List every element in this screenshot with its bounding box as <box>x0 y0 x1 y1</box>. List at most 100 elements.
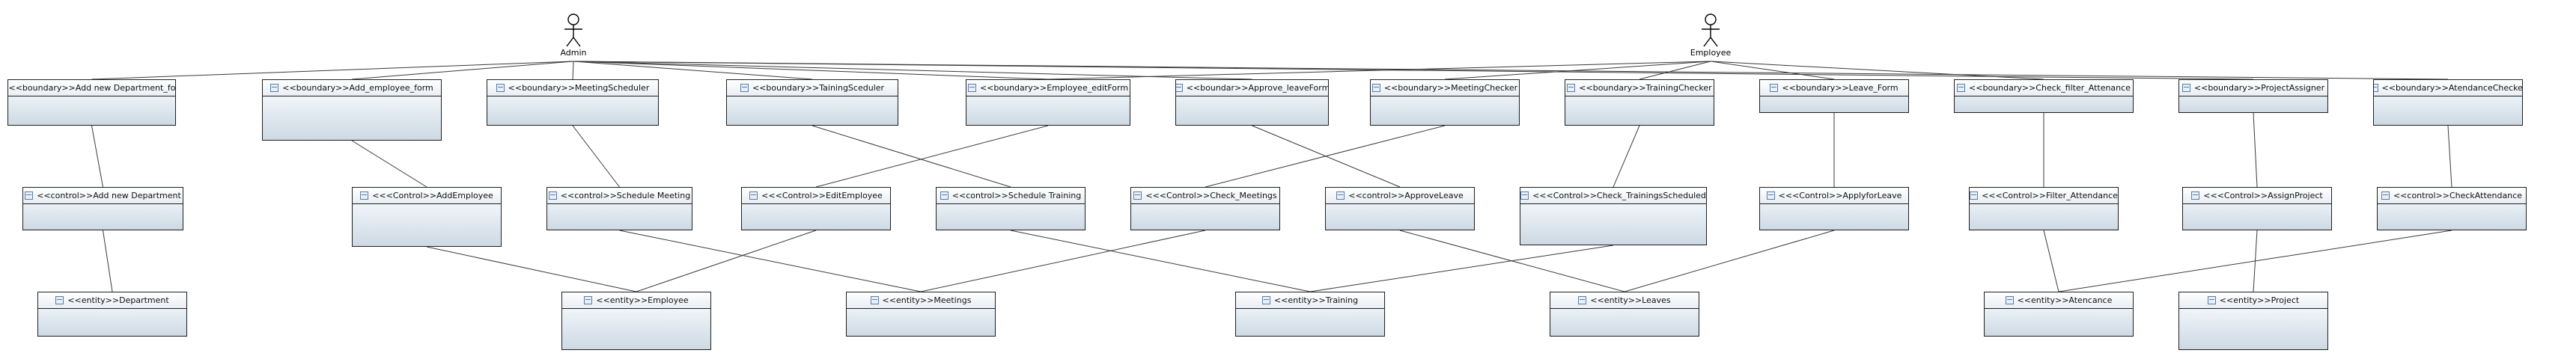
class-icon <box>2381 191 2390 200</box>
association-line <box>1010 230 1311 292</box>
boundary-meeting-checker[interactable]: <<boundary>>MeetingChecker <box>1370 79 1520 126</box>
stick-figure-icon <box>1702 13 1720 47</box>
boundary-add-new-department-form[interactable]: <<boundary>>Add new Department_form <box>7 79 176 126</box>
class-label: <<control>>Schedule Training <box>951 191 1082 200</box>
class-label: <<boundary>>MeetingScheduler <box>508 83 650 93</box>
class-header: <<boundary>>Add_employee_form <box>263 80 441 96</box>
entity-training[interactable]: <<entity>>Training <box>1235 292 1385 337</box>
class-label: <<boundary>>Leave_Form <box>1782 83 1898 93</box>
control-approve-leave[interactable]: <<control>>ApproveLeave <box>1325 187 1475 230</box>
entity-project[interactable]: <<entity>>Project <box>2178 292 2328 350</box>
boundary-training-scheduler[interactable]: <<boundary>>TainingSceduler <box>726 79 898 126</box>
class-icon <box>55 296 64 304</box>
class-label: <<<Control>>AddEmployee <box>372 191 493 200</box>
class-header: <<boundary>>Add new Department_form <box>8 80 175 96</box>
entity-attendance[interactable]: <<entity>>Atencance <box>1984 292 2134 337</box>
boundary-add-employee-form[interactable]: <<boundary>>Add_employee_form <box>262 79 442 141</box>
class-icon <box>940 191 949 200</box>
entity-employee[interactable]: <<entity>>Employee <box>561 292 711 350</box>
class-label: <<boundary>>Check_filter_Attenance <box>1969 83 2131 93</box>
boundary-employee-edit-form[interactable]: <<boundary>>Employee_editForm <box>966 79 1130 126</box>
boundary-project-assigner[interactable]: <<boundary>>ProjectAssigner <box>2178 79 2328 113</box>
class-icon <box>584 296 593 304</box>
class-header: <<entity>>Employee <box>562 292 710 309</box>
boundary-attendance-checker[interactable]: <<boundary>>AtendanceChecker <box>2373 79 2523 126</box>
association-line <box>1309 245 1614 292</box>
entity-leaves[interactable]: <<entity>>Leaves <box>1550 292 1699 337</box>
class-label: <<boundary>>Add_employee_form <box>282 83 433 93</box>
class-icon <box>870 296 879 304</box>
control-check-attendance[interactable]: <<control>>CheckAttendance <box>2377 187 2527 230</box>
class-header: <<entity>>Meetings <box>847 292 995 309</box>
class-header: <<boundary>>MeetingChecker <box>1371 80 1519 96</box>
association-lines <box>91 61 2452 292</box>
control-filter-attendance[interactable]: <<<Control>>Filter_Attendance <box>1969 187 2119 230</box>
class-header: <<boundary>>ProjectAssigner <box>2179 80 2327 96</box>
association-line <box>1205 125 1446 188</box>
association-line <box>1399 230 1625 292</box>
entity-meetings[interactable]: <<entity>>Meetings <box>846 292 996 337</box>
class-label: <<<Control>>Check_Meetings <box>1145 191 1277 200</box>
class-label: <<control>>CheckAttendance <box>2393 191 2523 200</box>
association-line <box>1613 125 1640 188</box>
entity-department[interactable]: <<entity>>Department <box>37 292 187 337</box>
boundary-approve-leave-form[interactable]: <<boundar>>Approve_leaveForm <box>1175 79 1329 126</box>
class-label: <<<Control>>Filter_Attendance <box>1982 191 2118 200</box>
class-label: <<control>>Add new Department <box>37 191 181 200</box>
control-add-employee[interactable]: <<<Control>>AddEmployee <box>352 187 502 247</box>
class-icon <box>496 84 505 92</box>
class-icon <box>270 84 279 92</box>
boundary-meeting-scheduler[interactable]: <<boundary>>MeetingScheduler <box>487 79 659 126</box>
class-icon <box>1957 84 1966 92</box>
class-label: <<entity>>Training <box>1273 295 1359 305</box>
actor-admin[interactable]: Admin <box>560 13 587 58</box>
boundary-leave-form[interactable]: <<boundary>>Leave_Form <box>1759 79 1909 113</box>
control-assign-project[interactable]: <<<Control>>AssignProject <box>2182 187 2332 230</box>
class-label: <<<Control>>ApplyforLeave <box>1778 191 1902 200</box>
class-icon <box>1261 296 1270 304</box>
class-header: <<boundary>>Check_filter_Attenance <box>1955 80 2133 96</box>
control-check-meetings[interactable]: <<<Control>>Check_Meetings <box>1130 187 1280 230</box>
boundary-training-checker[interactable]: <<boundary>>TrainingChecker <box>1565 79 1714 126</box>
association-line <box>2043 230 2059 292</box>
class-header: <<boundary>>AtendanceChecker <box>2374 80 2522 96</box>
control-add-new-department[interactable]: <<control>>Add new Department <box>22 187 183 230</box>
class-label: <<control>>ApproveLeave <box>1348 191 1464 200</box>
association-line <box>351 61 574 80</box>
association-line <box>573 61 813 80</box>
class-label: <<boundar>>Approve_leaveForm <box>1186 83 1328 93</box>
class-label: <<entity>>Department <box>67 295 169 305</box>
association-line <box>91 125 103 188</box>
class-header: <<boundar>>Approve_leaveForm <box>1176 80 1328 96</box>
class-icon <box>749 191 758 200</box>
control-schedule-meeting[interactable]: <<control>>Schedule Meeting <box>546 187 692 230</box>
association-line <box>351 140 427 188</box>
class-header: <<entity>>Leaves <box>1550 292 1699 309</box>
control-check-trainings-scheduled[interactable]: <<<Control>>Check_TrainingsScheduled <box>1520 187 1707 245</box>
class-header: <<entity>>Department <box>38 292 186 309</box>
association-line <box>573 61 1049 80</box>
class-icon <box>2191 191 2200 200</box>
association-line <box>2447 125 2452 188</box>
control-edit-employee[interactable]: <<<Control>>EditEmployee <box>741 187 891 230</box>
class-label: <<boundary>>AtendanceChecker <box>2381 83 2522 93</box>
association-line <box>103 230 113 292</box>
class-header: <<boundary>>MeetingScheduler <box>487 80 658 96</box>
boundary-check-filter-attendance[interactable]: <<boundary>>Check_filter_Attenance <box>1954 79 2134 113</box>
class-icon <box>548 191 557 200</box>
class-header: <<<Control>>ApplyforLeave <box>1760 188 1908 204</box>
actor-employee[interactable]: Employee <box>1690 13 1732 58</box>
class-icon <box>1766 191 1775 200</box>
association-line <box>426 246 637 292</box>
control-apply-for-leave[interactable]: <<<Control>>ApplyforLeave <box>1759 187 1909 230</box>
class-icon <box>360 191 369 200</box>
class-label: <<entity>>Atencance <box>2017 295 2113 305</box>
class-label: <<boundary>>ProjectAssigner <box>2193 83 2325 93</box>
class-header: <<<Control>>EditEmployee <box>742 188 890 204</box>
control-schedule-training[interactable]: <<control>>Schedule Training <box>936 187 1085 230</box>
class-icon <box>1336 191 1345 200</box>
class-icon <box>967 84 976 92</box>
class-label: <<<Control>>EditEmployee <box>761 191 883 200</box>
association-line <box>573 61 1252 80</box>
